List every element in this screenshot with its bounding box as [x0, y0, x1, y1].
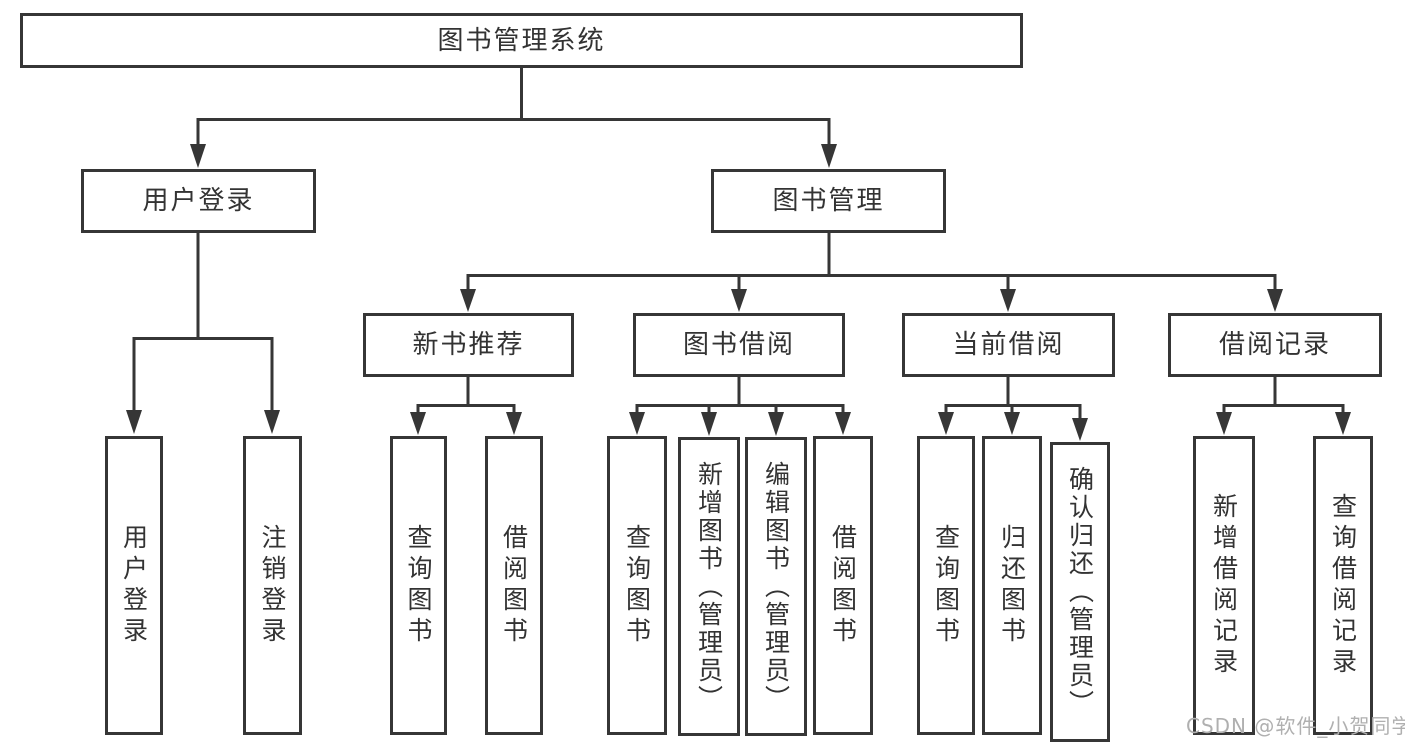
node-recommend-query-books: 查询图书 — [390, 436, 447, 735]
watermark-text: CSDN @软件_小贺同学 — [1186, 714, 1405, 738]
node-borrowing-records: 借阅记录 — [1168, 313, 1382, 377]
node-recommend-borrow-books: 借阅图书 — [485, 436, 543, 735]
node-current-query-books: 查询图书 — [917, 436, 975, 735]
node-new-book-recommend: 新书推荐 — [363, 313, 574, 377]
node-borrowing-add-books: 新增图书（管理员） — [678, 437, 740, 736]
node-book-management: 图书管理 — [711, 169, 946, 233]
node-current-borrowing: 当前借阅 — [902, 313, 1115, 377]
node-records-query-record: 查询借阅记录 — [1313, 436, 1373, 735]
node-root: 图书管理系统 — [20, 13, 1023, 68]
node-records-add-record: 新增借阅记录 — [1193, 436, 1255, 735]
node-current-return-books: 归还图书 — [982, 436, 1042, 735]
node-book-borrowing: 图书借阅 — [633, 313, 845, 377]
node-borrowing-edit-books: 编辑图书（管理员） — [745, 437, 807, 736]
node-current-confirm-return: 确认归还（管理员） — [1050, 442, 1110, 742]
node-logout: 注销登录 — [243, 436, 302, 735]
node-user-login-group: 用户登录 — [81, 169, 316, 233]
node-user-login: 用户登录 — [105, 436, 163, 735]
node-borrowing-query-books: 查询图书 — [607, 436, 667, 735]
node-borrowing-borrow-books: 借阅图书 — [813, 436, 873, 735]
